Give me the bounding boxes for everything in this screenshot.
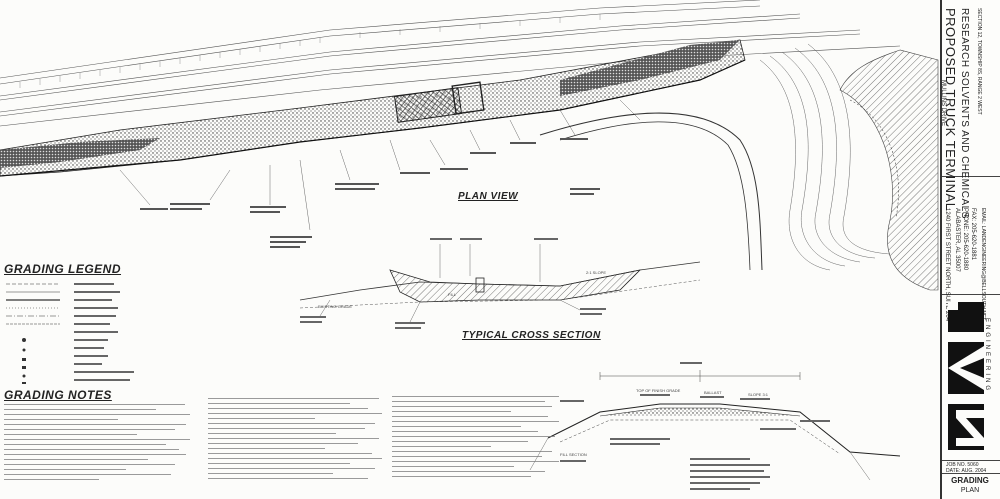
- rail-ties: [19, 14, 601, 88]
- detail-slope-label: SLOPE 3:1: [748, 392, 769, 397]
- project-subtitle: MULLINS DRIVE: [940, 80, 946, 127]
- cross-section-existing-label: EXISTING GRADE: [318, 304, 353, 309]
- tank-area: [451, 81, 485, 115]
- dense-fill-right: [560, 40, 740, 96]
- legend-lines: [6, 283, 60, 325]
- plan-drawing: [0, 0, 939, 490]
- legend-text: [74, 283, 134, 381]
- grading-notes-column-1: [4, 404, 194, 484]
- leaders: [119, 99, 641, 231]
- firm-fax: FAX: 205-620-1881: [970, 208, 976, 261]
- grading-notes-column-2: [208, 398, 386, 483]
- pad-edge: [0, 59, 746, 177]
- client-name: RESEARCH SOLVENTS AND CHEMICALS: [959, 8, 970, 219]
- cross-section-fill-label: FILL: [448, 292, 457, 297]
- firm-city: ALABASTER, AL 35007: [954, 208, 960, 272]
- grading-notes-column-3: [392, 396, 562, 481]
- sheet-date: DATE: AUG. 2004: [946, 468, 987, 474]
- firm-phone: PHONE: 205-620-1880: [962, 208, 968, 271]
- callout-text: [140, 138, 600, 248]
- grading-notes-heading: GRADING NOTES: [4, 388, 112, 402]
- detail-grade-label: TOP OF FINISH GRADE: [636, 388, 681, 393]
- grading-legend-heading: GRADING LEGEND: [4, 262, 122, 276]
- cross-section-slope-label: 2:1 SLOPE: [586, 270, 607, 275]
- sheet-subtitle: PLAN: [960, 487, 980, 494]
- project-location: SECTION 12, TOWNSHIP 8S, RANGE 2 WEST: [976, 8, 982, 115]
- legend-symbols: [22, 338, 26, 384]
- detail-ballast-label: BALLAST: [704, 390, 722, 395]
- detail-fill-label: FILL SECTION: [560, 452, 587, 457]
- plan-view-label: PLAN VIEW: [458, 191, 519, 202]
- rail-lines: [0, 0, 901, 127]
- sheet-title: GRADING: [951, 476, 989, 485]
- dense-fill-left: [0, 138, 160, 168]
- steep-slope-hatch: [839, 49, 939, 291]
- job-number: JOB NO. 5060: [946, 462, 979, 468]
- firm-engineering: ENGINEERING: [984, 318, 990, 394]
- contours: [759, 43, 891, 271]
- section-grade: [299, 261, 701, 301]
- cross-section-label: TYPICAL CROSS SECTION: [462, 330, 601, 341]
- drive-curve: [539, 112, 763, 271]
- building: [393, 87, 463, 123]
- firm-logo: [948, 302, 984, 450]
